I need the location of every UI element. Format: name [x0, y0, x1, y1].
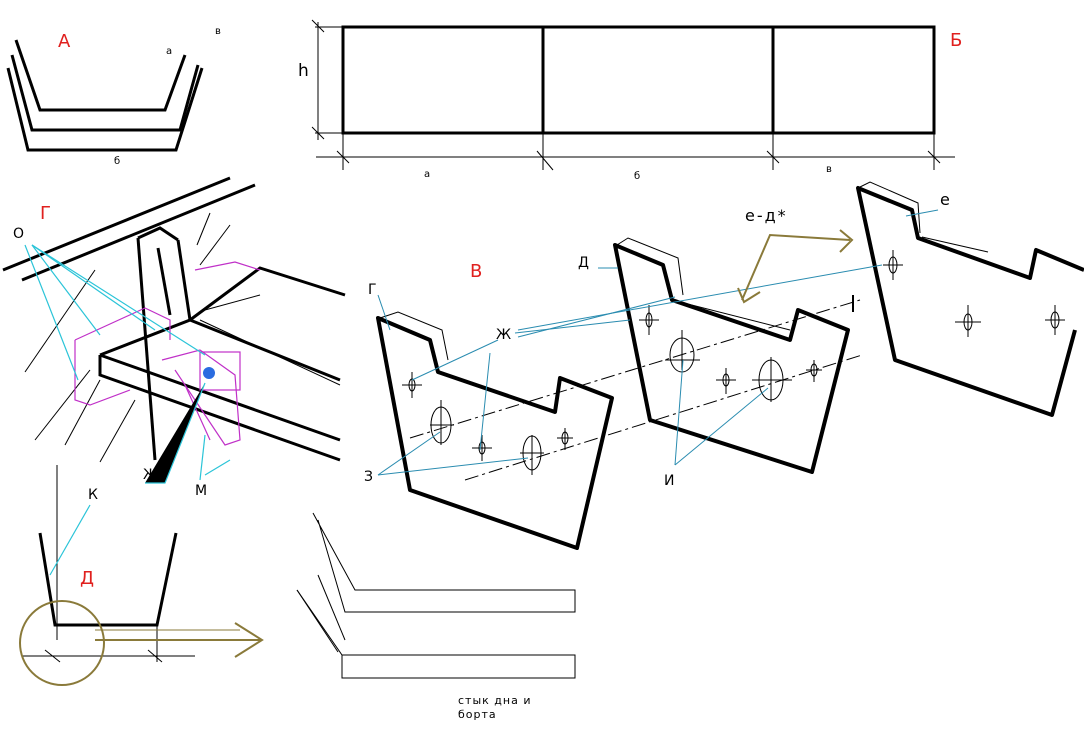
panel-v-title: В	[470, 261, 483, 282]
height-label: h	[298, 61, 309, 81]
label-zh-g: Ж	[143, 467, 159, 483]
label-i: И	[664, 473, 675, 489]
label-m: М	[195, 483, 208, 499]
label-v: в	[215, 26, 221, 37]
label-a: а	[166, 46, 173, 57]
label-b: б	[114, 156, 121, 167]
dim-b: б	[634, 171, 641, 182]
label-k: К	[88, 487, 98, 503]
panel-b-title: Б	[950, 30, 963, 51]
label-d-plate: Д	[578, 255, 589, 271]
panel-g-assembly	[2, 176, 346, 484]
dim-v: в	[826, 164, 832, 175]
panel-d-detail	[19, 465, 264, 686]
joint-detail	[296, 512, 576, 679]
label-g-plate: Г	[368, 282, 377, 298]
plate-g	[376, 316, 614, 550]
label-z: З	[364, 469, 373, 485]
plate-e	[856, 186, 1084, 417]
plate-d	[613, 243, 850, 474]
label-e-plate: е	[940, 190, 950, 209]
panel-d-title: Д	[80, 568, 95, 589]
label-zh-v: Ж	[496, 327, 512, 343]
panel-g-title: Г	[40, 203, 51, 224]
joint-caption: стык дна и борта	[458, 694, 532, 721]
label-e-d: е-д*	[745, 206, 788, 225]
panel-a-title: А	[58, 31, 71, 52]
panel-v-plates	[376, 181, 1084, 550]
dim-a: а	[424, 169, 431, 180]
panel-a-profiles	[6, 39, 204, 152]
panel-b-dimensions	[311, 19, 955, 171]
label-o: О	[13, 226, 25, 242]
